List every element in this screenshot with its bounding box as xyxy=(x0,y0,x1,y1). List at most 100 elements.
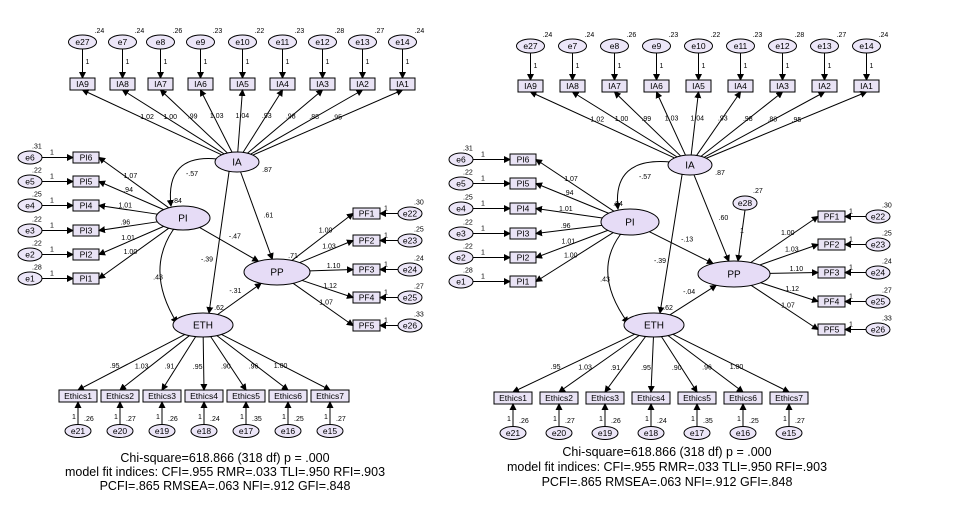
loading-path xyxy=(252,89,404,156)
loading-path xyxy=(769,269,819,277)
loading-value: 1.10 xyxy=(327,263,341,270)
loading-value: 1.07 xyxy=(124,173,138,180)
loading-path xyxy=(512,333,635,393)
error-path-weight: 1 xyxy=(384,233,388,240)
loading-path xyxy=(119,335,190,391)
error-label: e25 xyxy=(871,297,885,307)
error-label: e5 xyxy=(25,177,35,187)
error-variance: .26 xyxy=(519,418,529,425)
path-coef-PI-ETH: .43 xyxy=(600,277,610,284)
fit-indices: model fit indices: CFI=.955 RMR=.033 TLI… xyxy=(507,460,827,474)
error-path-weight: 1 xyxy=(50,198,54,205)
indicator-label: PF3 xyxy=(824,268,840,278)
error-path-weight: 1 xyxy=(326,59,330,66)
error-path-weight: 1 xyxy=(828,63,832,70)
indicator-label: Ethics6 xyxy=(729,393,757,403)
error-label: e8 xyxy=(610,41,620,51)
loading-path xyxy=(706,91,868,159)
error-path-weight: 1 xyxy=(481,152,485,159)
covariance-PI-ETH xyxy=(607,228,629,324)
loading-value: .96 xyxy=(120,220,130,227)
error-label: e18 xyxy=(644,428,658,438)
loading-path xyxy=(250,89,364,155)
indicator-label: Ethics2 xyxy=(106,391,134,401)
indicator-label: IA2 xyxy=(356,79,369,89)
loading-path xyxy=(535,158,615,212)
loading-path xyxy=(98,202,158,215)
loading-value: 1.03 xyxy=(578,364,592,371)
error-path-weight: 1 xyxy=(507,416,511,423)
error-variance: .28 xyxy=(32,265,42,272)
path-coef-PI-PP: -.47 xyxy=(229,233,241,240)
latent-variance-ETH: .62 xyxy=(214,305,224,312)
latent-variance-PI: .84 xyxy=(172,198,182,205)
error-path-weight: 1 xyxy=(286,59,290,66)
loading-path xyxy=(98,180,164,211)
loading-value: .95 xyxy=(110,363,120,370)
loading-value: 1.01 xyxy=(121,235,135,242)
indicator-label: PI3 xyxy=(517,229,530,239)
error-path-weight: 1 xyxy=(114,414,118,421)
latent-variance-IA: .87 xyxy=(262,167,272,174)
error-variance: .24 xyxy=(95,28,105,35)
error-path-weight: 1 xyxy=(384,318,388,325)
error-path-weight: 1 xyxy=(384,262,388,269)
error-variance: .24 xyxy=(210,416,220,423)
loading-value: .96 xyxy=(702,364,712,371)
error-path-weight: 1 xyxy=(50,247,54,254)
indicator-label: PF3 xyxy=(359,265,375,275)
latent-PI xyxy=(600,208,660,236)
latent-label-PP: PP xyxy=(270,268,284,279)
latent-PP xyxy=(697,260,771,288)
indicator-label: IA5 xyxy=(692,81,705,91)
error-variance: .24 xyxy=(879,32,889,39)
error-path-weight: 1 xyxy=(50,271,54,278)
loading-path xyxy=(667,335,744,393)
latent-PP xyxy=(243,258,311,286)
fit-chi-square: Chi-square=618.866 (318 df) p = .000 xyxy=(120,451,329,465)
loading-value: .98 xyxy=(286,113,296,120)
loading-path xyxy=(242,89,284,153)
error-path-weight: 1 xyxy=(481,250,485,257)
loading-value: 1.00 xyxy=(163,114,177,121)
sem-model-right: e27.241IA91.02e7.241IA81.00e8.261IA7.99e… xyxy=(448,32,892,489)
error-variance: .26 xyxy=(611,418,621,425)
error-path-weight: 1 xyxy=(849,209,853,216)
path-IA-PP xyxy=(235,165,274,261)
error-variance: .27 xyxy=(795,418,805,425)
latent-label-PI: PI xyxy=(178,214,187,225)
loading-path xyxy=(535,229,608,259)
error-variance: .25 xyxy=(749,418,759,425)
path-coef-ETH-PP: -.04 xyxy=(683,289,695,296)
indicator-label: IA7 xyxy=(608,81,621,91)
loading-value: 1.00 xyxy=(274,363,288,370)
latent-label-PP: PP xyxy=(727,270,741,281)
path-coef-IA-ETH: -.39 xyxy=(654,258,666,265)
indicator-label: PF4 xyxy=(824,297,840,307)
error-path-weight: 1 xyxy=(849,265,853,272)
loading-path xyxy=(81,89,222,156)
error-label: e1 xyxy=(456,277,466,287)
error-variance: .24 xyxy=(415,28,425,35)
indicator-label: PF4 xyxy=(359,293,375,303)
covariance-IA-PI xyxy=(613,159,677,210)
error-path-weight: 1 xyxy=(156,414,160,421)
error-path-weight: 1 xyxy=(702,63,706,70)
loading-value: .95 xyxy=(193,364,203,371)
indicator-label: PI6 xyxy=(517,155,530,165)
error-path-weight: 1 xyxy=(72,414,76,421)
loading-value: .90 xyxy=(221,364,231,371)
error-path-weight: 1 xyxy=(50,150,54,157)
error-path-weight: 1 xyxy=(198,414,202,421)
loading-path xyxy=(700,91,784,157)
error-path-weight: 1 xyxy=(737,416,741,423)
loading-path xyxy=(221,334,331,391)
error-label: e7 xyxy=(118,37,128,47)
latent-IA xyxy=(667,154,713,176)
error-path-weight: 1 xyxy=(481,274,485,281)
loading-value: 1.04 xyxy=(236,113,250,120)
disturbance-path xyxy=(735,209,746,262)
indicator-label: PF1 xyxy=(359,209,375,219)
loading-path xyxy=(703,91,826,158)
